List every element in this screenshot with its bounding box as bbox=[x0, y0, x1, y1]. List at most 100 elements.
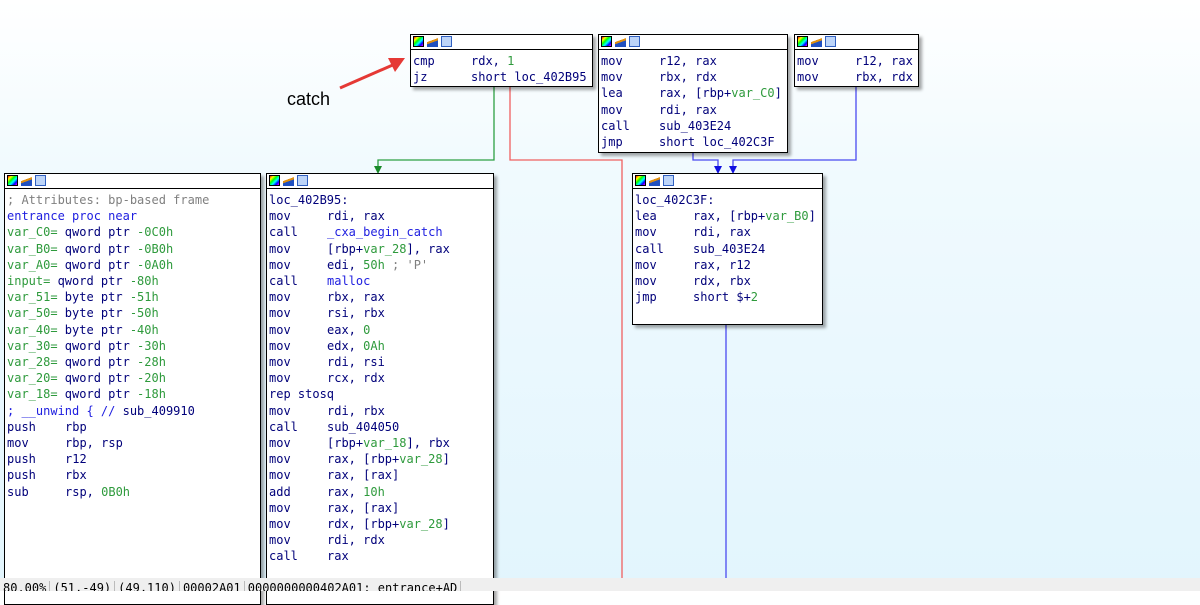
code-line[interactable]: var_28= qword ptr -28h bbox=[7, 354, 258, 370]
edit-icon[interactable] bbox=[283, 175, 294, 186]
graph-view-icon[interactable] bbox=[629, 36, 640, 47]
code-line[interactable]: ; __unwind { // sub_409910 bbox=[7, 403, 258, 419]
code-text: -51h bbox=[129, 290, 159, 305]
color-palette-icon[interactable] bbox=[601, 36, 612, 47]
edit-icon[interactable] bbox=[21, 175, 32, 186]
color-palette-icon[interactable] bbox=[635, 175, 646, 186]
mnemonic: mov bbox=[269, 371, 291, 386]
code-line[interactable]: entrance proc near bbox=[7, 208, 258, 224]
graph-view-icon[interactable] bbox=[441, 36, 452, 47]
code-line[interactable]: var_B0= qword ptr -0B0h bbox=[7, 241, 258, 257]
operand: 0B0h bbox=[101, 484, 131, 499]
code-line[interactable]: mov[rbp+var_28], rax bbox=[269, 241, 491, 257]
code-line[interactable]: loc_402B95: bbox=[269, 192, 491, 208]
operand: rdi, rdx bbox=[327, 533, 385, 548]
code-line[interactable]: input= qword ptr -80h bbox=[7, 273, 258, 289]
edit-icon[interactable] bbox=[811, 36, 822, 47]
code-line[interactable]: var_40= byte ptr -40h bbox=[7, 322, 258, 338]
color-palette-icon[interactable] bbox=[269, 175, 280, 186]
graph-view-icon[interactable] bbox=[825, 36, 836, 47]
code-line[interactable]: loc_402C3F: bbox=[635, 192, 820, 208]
code-line[interactable]: var_30= qword ptr -30h bbox=[7, 338, 258, 354]
color-palette-icon[interactable] bbox=[413, 36, 424, 47]
code-line[interactable]: var_51= byte ptr -51h bbox=[7, 289, 258, 305]
mnemonic: call bbox=[269, 225, 298, 240]
code-line[interactable]: call_cxa_begin_catch bbox=[269, 224, 491, 240]
graph-view-icon[interactable] bbox=[297, 175, 308, 186]
code-line[interactable]: var_18= qword ptr -18h bbox=[7, 386, 258, 402]
node-header bbox=[633, 174, 822, 189]
code-text: var_B0= bbox=[7, 241, 65, 256]
color-palette-icon[interactable] bbox=[797, 36, 808, 47]
code-line[interactable]: var_C0= qword ptr -0C0h bbox=[7, 224, 258, 240]
graph-view-icon[interactable] bbox=[663, 175, 674, 186]
color-palette-icon[interactable] bbox=[7, 175, 18, 186]
node-header bbox=[5, 174, 260, 189]
operand: 50h bbox=[363, 257, 385, 272]
graph-view-icon[interactable] bbox=[35, 175, 46, 186]
operand: rax, [rbp+ bbox=[327, 452, 400, 467]
code-line[interactable]: mov[rbp+var_18], rbx bbox=[269, 435, 491, 451]
mnemonic: mov bbox=[269, 209, 291, 224]
edit-icon[interactable] bbox=[649, 175, 660, 186]
code-line[interactable]: var_A0= qword ptr -0A0h bbox=[7, 257, 258, 273]
code-text: byte ptr bbox=[64, 306, 130, 321]
edit-icon[interactable] bbox=[427, 36, 438, 47]
code-line[interactable]: rep stosq bbox=[269, 386, 491, 402]
code-line[interactable]: ; Attributes: bp-based frame bbox=[7, 192, 258, 208]
code-text: ; __unwind { // bbox=[7, 403, 123, 418]
edit-icon[interactable] bbox=[615, 36, 626, 47]
code-line[interactable]: var_20= qword ptr -20h bbox=[7, 370, 258, 386]
code-text: -80h bbox=[129, 274, 159, 289]
code-line[interactable]: var_50= byte ptr -50h bbox=[7, 305, 258, 321]
mnemonic: mov bbox=[797, 54, 819, 68]
